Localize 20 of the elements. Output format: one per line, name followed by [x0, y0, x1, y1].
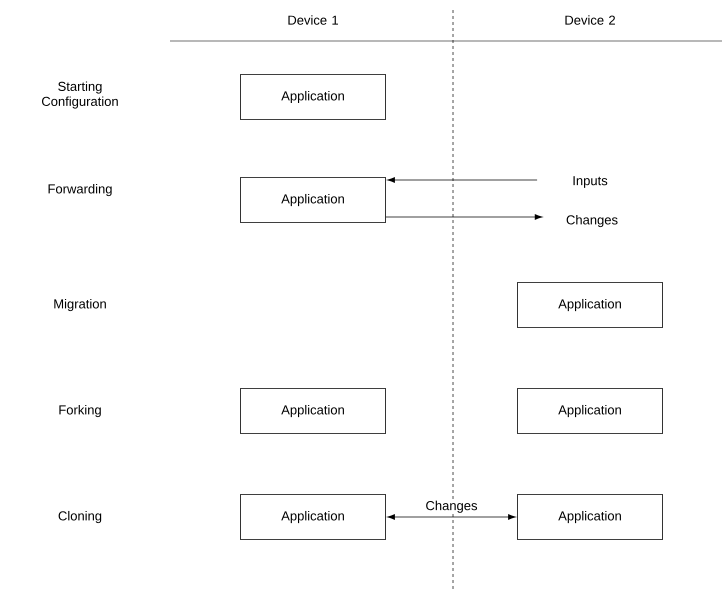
application-box: Application [517, 494, 663, 540]
arrow [386, 214, 542, 220]
row-label: Starting Configuration [42, 81, 118, 109]
column-heading: Device 1 [288, 15, 338, 25]
edge-label: Changes [424, 500, 479, 514]
row-label: Cloning [58, 510, 102, 524]
application-box: Application [517, 388, 663, 434]
application-box: Application [240, 74, 386, 120]
application-box: Application [240, 388, 386, 434]
arrow [387, 177, 538, 183]
application-box: Application [240, 494, 386, 540]
row-label: Forwarding [48, 184, 112, 196]
node-text: Changes [566, 214, 618, 228]
application-box: Application [240, 177, 386, 223]
row-label: Forking [59, 404, 101, 418]
node-text: Inputs [574, 176, 608, 188]
column-heading: Device 2 [565, 15, 615, 25]
application-box: Application [517, 282, 663, 328]
arrow [387, 514, 516, 520]
row-label: Migration [54, 298, 106, 312]
